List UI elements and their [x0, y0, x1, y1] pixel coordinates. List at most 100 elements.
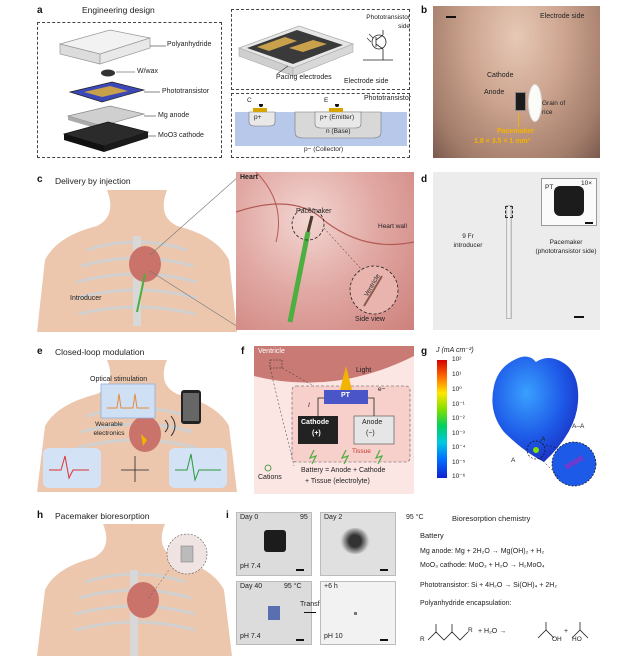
- cross-section-frame: [231, 93, 410, 158]
- introducer-tube: [506, 205, 512, 319]
- chem-ho: HO: [572, 636, 582, 643]
- device-top-drawing: [237, 25, 393, 77]
- ventricle-tissue-drawing: [254, 346, 414, 472]
- colorbar-tick: 10⁻⁶: [452, 473, 466, 480]
- residue-6h: [354, 612, 357, 615]
- colorbar-tick: 10⁻²: [452, 415, 465, 422]
- label-pacemaker-c: Pacemaker: [296, 208, 332, 215]
- colorbar-tick: 10¹: [452, 370, 462, 378]
- label-section-a1: A: [541, 436, 546, 443]
- panel-e-title: Closed-loop modulation: [55, 347, 145, 357]
- grain-of-rice: [528, 84, 542, 122]
- colorbar: [437, 360, 447, 478]
- label-cathode-sign: (+): [312, 430, 321, 437]
- chem-polyanhydride: Polyanhydride encapsulation:: [420, 600, 512, 607]
- panel-letter-b: b: [421, 5, 428, 16]
- layer-label-polyanhydride: Polyanhydride: [167, 41, 212, 48]
- label-pacemaker-size: 1.8 × 3.5 × 1 mm³: [474, 138, 531, 145]
- label-light: Light: [356, 367, 372, 374]
- torso-illustration-h: [37, 524, 232, 656]
- label-transfer: Transfer: [300, 601, 326, 608]
- layer-label-moo3-cathode: MoO3 cathode: [158, 132, 204, 139]
- chem-oh: OH: [552, 636, 562, 643]
- chem-mg: Mg anode: Mg + 2H₂O → Mg(OH)₂ + H₂: [420, 548, 545, 555]
- panel-c-title: Delivery by injection: [55, 176, 131, 186]
- device-day0: [264, 530, 286, 552]
- cross-section-emitter: p+ (Emitter): [320, 114, 355, 121]
- torso-illustration-c: [37, 190, 237, 332]
- chem-plus: +: [564, 628, 569, 635]
- colorbar-tick: 10⁻⁵: [452, 458, 466, 466]
- heart-closeup-drawing: [236, 172, 414, 323]
- chem-battery: Battery: [420, 531, 444, 540]
- panel-letter-f: f: [241, 346, 245, 357]
- chem-phototransistor: Phototransistor: Si + 4H₂O → Si(OH)₄ + 2…: [420, 582, 558, 589]
- colorbar-tick: 10²: [452, 356, 462, 363]
- label-cathode-f: Cathode: [301, 419, 329, 426]
- label-electrode-side: Electrode side: [344, 78, 389, 85]
- label-day2: Day 2: [324, 514, 343, 521]
- label-temp-day2: 95 °C: [406, 514, 424, 521]
- fingertip-photo: [433, 6, 600, 158]
- label-grain-of-rice: Grain of rice: [542, 100, 566, 116]
- label-pacemaker-d: Pacemaker (phototransistor side): [535, 239, 597, 255]
- scale-bar-day2: [380, 569, 388, 571]
- label-introducer-d: 9 Fr introducer: [453, 233, 483, 249]
- scale-bar-6h: [380, 639, 388, 641]
- label-current: I: [308, 402, 310, 409]
- label-ph-6h: pH 10: [324, 633, 343, 640]
- cross-section-title: Phototransistor: [364, 95, 412, 102]
- layer-label-mg-anode: Mg anode: [158, 112, 190, 119]
- torso-illustration-e: [37, 360, 237, 492]
- cross-section-c: C: [247, 97, 252, 104]
- colorbar-ticks: 10² 10¹ 10⁰ 10⁻¹ 10⁻² 10⁻³ 10⁻⁴ 10⁻⁵ 10⁻…: [452, 356, 482, 482]
- resorption-photo-day0: [236, 512, 312, 576]
- label-electron: e−: [378, 386, 386, 393]
- scale-bar-day40: [296, 639, 304, 641]
- scale-bar-b: [446, 16, 456, 18]
- label-temp-day40: 95 °C: [284, 583, 302, 590]
- device-day40: [268, 606, 280, 620]
- chem-r2: R: [468, 627, 473, 634]
- scale-bar-day0: [296, 569, 304, 571]
- label-wearable-electronics: Wearable electronics: [93, 421, 125, 437]
- label-section-a-a: A–A: [572, 423, 585, 430]
- panel-letter-h: h: [37, 510, 44, 521]
- arrow-pacemaker-b: [518, 113, 519, 127]
- layer-label-phototransistor: Phototransistor: [162, 88, 210, 95]
- label-pacemaker-b: Pacemaker: [497, 128, 534, 135]
- label-optical-stimulation: Optical stimulation: [90, 376, 148, 383]
- colorbar-tick: 10⁻¹: [452, 400, 465, 408]
- label-cathode-b: Cathode: [487, 72, 514, 79]
- panel-letter-d: d: [421, 174, 428, 185]
- label-plus-6h: +6 h: [324, 583, 338, 590]
- colorbar-tick: 10⁻⁴: [452, 444, 466, 451]
- label-pacing-electrodes: Pacing electrodes: [276, 74, 332, 81]
- label-battery-line1: Battery = Anode + Cathode: [301, 467, 386, 474]
- label-anode-sign: (−): [366, 430, 375, 437]
- exploded-layers-drawing: [58, 29, 166, 152]
- label-day40: Day 40: [240, 583, 263, 590]
- colorbar-tick: 10⁻³: [452, 429, 465, 437]
- panel-letter-g: g: [421, 346, 428, 357]
- chem-title: Bioresorption chemistry: [452, 514, 531, 523]
- label-anode-f: Anode: [362, 419, 383, 426]
- panel-a-title: Engineering design: [82, 5, 155, 15]
- label-pt-f: PT: [341, 392, 350, 399]
- label-cations: Cations: [258, 474, 282, 481]
- label-battery-line2: + Tissue (electrolyte): [305, 478, 370, 485]
- resorption-photo-6h: [320, 581, 396, 645]
- label-side-view: Side view: [355, 316, 385, 323]
- cross-section-drawing: [235, 104, 407, 146]
- label-zoom-10x: 10×: [581, 180, 593, 187]
- label-pt-d: PT: [545, 184, 554, 191]
- pacemaker-device-b: [515, 92, 526, 111]
- chem-plus-h2o: + H₂O →: [478, 628, 507, 635]
- label-ventricle-f: Ventricle: [258, 348, 285, 355]
- label-temp-day0: 95: [300, 514, 308, 521]
- heart-current-density-map: [492, 356, 597, 487]
- label-section-a2: A: [511, 457, 516, 464]
- introducer-tip: [505, 206, 513, 218]
- device-day2: [340, 528, 370, 554]
- panel-letter-c: c: [37, 174, 43, 185]
